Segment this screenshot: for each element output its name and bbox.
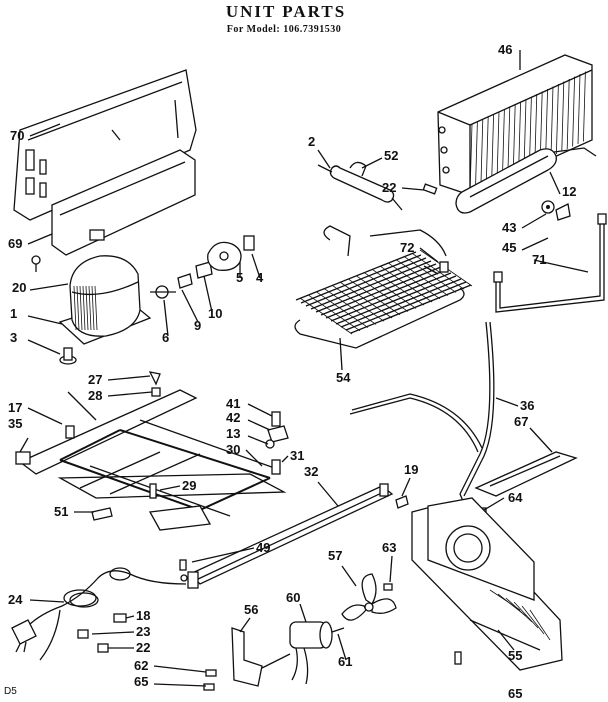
leader-lines	[19, 50, 589, 687]
callout-13: 13	[226, 426, 240, 441]
callout-10: 10	[208, 306, 222, 321]
callout-18: 18	[136, 608, 150, 623]
callout-65: 65	[134, 674, 148, 689]
callout-49: 49	[256, 540, 270, 555]
callout-4: 4	[256, 270, 264, 285]
motor-bracket-part	[203, 627, 291, 691]
tube-part-71	[493, 213, 607, 313]
callout-31: 31	[290, 448, 304, 463]
screw-part-72	[423, 261, 449, 275]
callout-67: 67	[514, 414, 528, 429]
callout-41: 41	[226, 396, 240, 411]
callout-2: 2	[308, 134, 315, 149]
callout-46: 46	[498, 42, 512, 57]
callout-45: 45	[502, 240, 516, 255]
callout-27: 27	[88, 372, 102, 387]
base-frame-part	[15, 389, 287, 531]
callout-6: 6	[162, 330, 169, 345]
callout-29: 29	[182, 478, 196, 493]
back-panel-part	[13, 69, 197, 256]
callout-32: 32	[304, 464, 318, 479]
callout-69: 69	[8, 236, 22, 251]
callout-52: 52	[384, 148, 398, 163]
callout-57: 57	[328, 548, 342, 563]
callout-24: 24	[8, 592, 23, 607]
callout-3: 3	[10, 330, 17, 345]
callout-61: 61	[338, 654, 352, 669]
drain-pan-part	[474, 451, 578, 521]
clip-parts	[541, 200, 571, 221]
callout-22: 22	[382, 180, 396, 195]
rail-part	[187, 483, 394, 589]
callout-28: 28	[88, 388, 102, 403]
callout-17: 17	[8, 400, 22, 415]
evaporator-part	[294, 225, 473, 349]
callout-51: 51	[54, 504, 68, 519]
callout-65: 65	[508, 686, 522, 701]
fan-blade-part	[341, 573, 397, 621]
filter-part	[317, 161, 438, 211]
callout-62: 62	[134, 658, 148, 673]
fan-motor-part	[289, 621, 345, 685]
small-hardware-parts	[91, 483, 409, 582]
callout-23: 23	[136, 624, 150, 639]
fan-shroud-part	[411, 497, 563, 671]
model-number: For Model: 106.7391530	[226, 24, 342, 35]
callout-20: 20	[12, 280, 26, 295]
callout-35: 35	[8, 416, 22, 431]
power-cord-part	[11, 567, 187, 661]
callout-60: 60	[286, 590, 300, 605]
callout-22: 22	[136, 640, 150, 655]
callout-63: 63	[382, 540, 396, 555]
callout-9: 9	[194, 318, 201, 333]
page-title: UNIT PARTS	[225, 2, 347, 21]
callout-19: 19	[404, 462, 418, 477]
callout-54: 54	[336, 370, 351, 385]
callout-12: 12	[562, 184, 576, 199]
callout-36: 36	[520, 398, 534, 413]
compressor-part	[31, 255, 152, 345]
callout-64: 64	[508, 490, 523, 505]
relay-overload-parts	[150, 235, 255, 299]
callout-42: 42	[226, 410, 240, 425]
tube-part-36	[349, 321, 495, 509]
drier-part	[455, 147, 597, 214]
callout-70: 70	[10, 128, 24, 143]
callout-72: 72	[400, 240, 414, 255]
callout-5: 5	[236, 270, 243, 285]
screw-parts-41-42-13	[65, 411, 289, 475]
callout-56: 56	[244, 602, 258, 617]
corner-code: D5	[4, 686, 17, 697]
callout-55: 55	[508, 648, 522, 663]
callout-71: 71	[532, 252, 546, 267]
callout-43: 43	[502, 220, 516, 235]
callout-1: 1	[10, 306, 17, 321]
grommet-part	[59, 347, 77, 365]
condenser-part	[437, 54, 593, 196]
callout-30: 30	[226, 442, 240, 457]
